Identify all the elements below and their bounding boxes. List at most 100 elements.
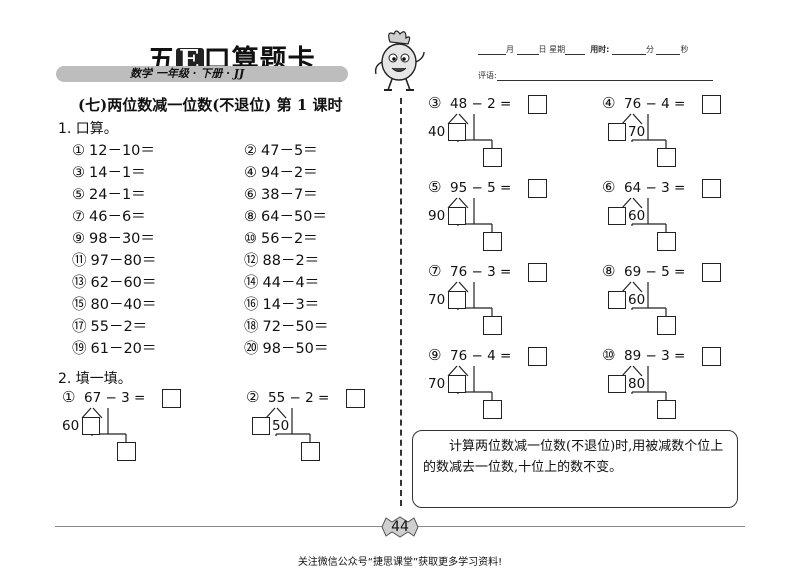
- weekday-blank[interactable]: [565, 45, 586, 55]
- result-ones-box[interactable]: [483, 148, 502, 167]
- tens-value: 70: [428, 376, 446, 392]
- dashed-divider: [400, 98, 402, 506]
- item-expression: 98－30＝: [89, 231, 155, 247]
- result-ones-box[interactable]: [483, 400, 502, 419]
- answer-box[interactable]: [702, 95, 721, 114]
- tens-value: 60: [628, 292, 646, 308]
- ones-box[interactable]: [608, 291, 626, 309]
- answer-box[interactable]: [702, 347, 721, 366]
- connector-line: [621, 113, 632, 125]
- ones-box[interactable]: [448, 375, 466, 393]
- item-expression: 12－10＝: [89, 143, 155, 159]
- problem-expression: 55 − 2 =: [268, 390, 330, 406]
- ones-box[interactable]: [448, 123, 466, 141]
- connector-line: [632, 113, 643, 125]
- problem-expression: 64 − 3 =: [624, 180, 686, 196]
- item-expression: 44－4＝: [262, 275, 320, 291]
- answer-box[interactable]: [528, 179, 547, 198]
- result-ones-box[interactable]: [657, 148, 676, 167]
- item-number: ②: [244, 143, 257, 159]
- connector-line: [632, 281, 643, 293]
- item-number: ⑳: [244, 341, 259, 357]
- subject-bar: 数学 一年级 · 下册 · JJ: [56, 66, 348, 82]
- ones-box[interactable]: [82, 417, 100, 435]
- item-number: ⑬: [72, 275, 87, 291]
- minutes-blank[interactable]: [611, 45, 646, 55]
- connector-line: [81, 407, 92, 419]
- answer-box[interactable]: [528, 95, 547, 114]
- day-blank[interactable]: [516, 45, 539, 55]
- date-line: 月 日 星期 用时: 分 秒: [478, 44, 688, 55]
- month-blank[interactable]: [478, 45, 506, 55]
- problem-expression: 95 − 5 =: [450, 180, 512, 196]
- connector-line: [458, 281, 469, 293]
- comment-label: 评语:: [478, 71, 497, 80]
- connector-line: [621, 365, 632, 377]
- answer-box[interactable]: [528, 347, 547, 366]
- tens-value: 60: [628, 208, 646, 224]
- result-ones-box[interactable]: [657, 316, 676, 335]
- comment-blank[interactable]: [496, 71, 713, 81]
- lesson-title: (七)两位数减一位数(不退位) 第 1 课时: [78, 96, 343, 114]
- item-expression: 98－50＝: [262, 341, 329, 357]
- ones-box[interactable]: [608, 375, 626, 393]
- answer-box[interactable]: [528, 263, 547, 282]
- ones-box[interactable]: [448, 291, 466, 309]
- ones-box[interactable]: [448, 207, 466, 225]
- result-ones-box[interactable]: [657, 400, 676, 419]
- tens-value: 90: [428, 208, 446, 224]
- result-ones-box[interactable]: [483, 232, 502, 251]
- connector-line: [458, 365, 469, 377]
- page-number-badge: 44: [378, 516, 422, 538]
- item-number: ⑨: [72, 231, 85, 247]
- result-ones-box[interactable]: [117, 442, 136, 461]
- problem-expression: 76 − 4 =: [624, 96, 686, 112]
- item-number: ⑥: [244, 187, 257, 203]
- connector-line: [621, 197, 632, 209]
- ones-box[interactable]: [252, 417, 270, 435]
- result-ones-box[interactable]: [657, 232, 676, 251]
- item-expression: 94－2＝: [261, 165, 318, 181]
- connector-line: [265, 407, 276, 419]
- answer-box[interactable]: [162, 389, 181, 408]
- seconds-blank[interactable]: [656, 45, 681, 55]
- item-expression: 61－20＝: [90, 341, 157, 357]
- answer-box[interactable]: [702, 263, 721, 282]
- answer-box[interactable]: [346, 389, 365, 408]
- item-expression: 38－7＝: [261, 187, 318, 203]
- result-ones-box[interactable]: [301, 442, 320, 461]
- answer-box[interactable]: [702, 179, 721, 198]
- decomposition-lines: [621, 113, 667, 148]
- tens-value: 70: [428, 292, 446, 308]
- connector-line: [458, 113, 469, 125]
- result-ones-box[interactable]: [483, 316, 502, 335]
- ones-box[interactable]: [608, 207, 626, 225]
- minutes-label: 分: [645, 45, 654, 54]
- section1-label: 1. 口算。: [58, 121, 118, 137]
- problem-number: ②: [246, 388, 260, 406]
- ones-box[interactable]: [608, 123, 626, 141]
